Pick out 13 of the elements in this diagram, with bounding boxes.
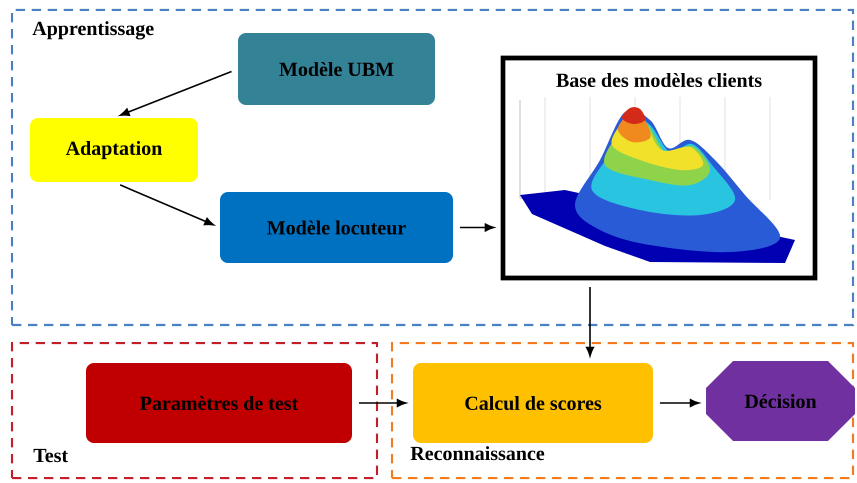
process-box: Modèle UBM <box>238 33 435 105</box>
arrow <box>358 398 406 408</box>
process-box: Adaptation <box>30 118 198 182</box>
arrow <box>586 287 594 356</box>
decision-octagon: Décision <box>706 361 855 441</box>
arrow <box>120 184 214 226</box>
arrow <box>120 70 232 116</box>
arrow <box>460 223 494 232</box>
arrow <box>660 398 700 408</box>
process-box: Modèle locuteur <box>220 192 453 263</box>
process-box: Calcul de scores <box>413 363 653 443</box>
image-panel: Base des modèles clients <box>500 56 818 280</box>
process-box: Paramètres de test <box>86 363 352 443</box>
